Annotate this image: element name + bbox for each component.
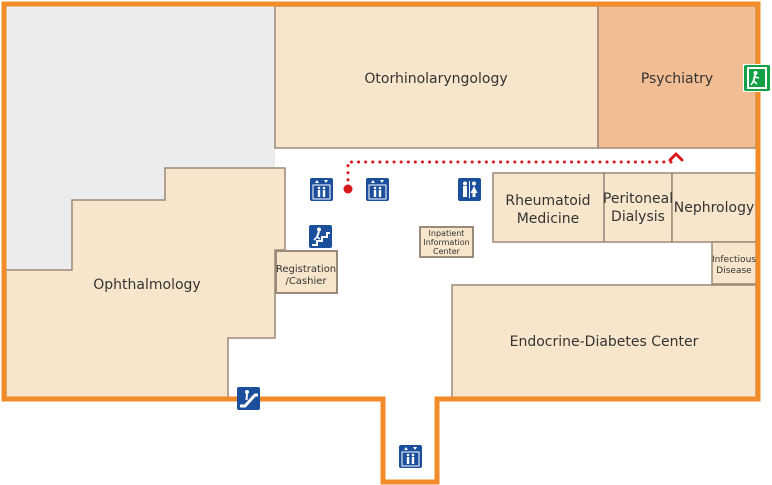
inpatient-label-line1: Inpatient xyxy=(429,229,465,238)
escalator-icon xyxy=(237,387,260,410)
ophthalmology-label: Ophthalmology xyxy=(93,277,200,293)
nephrology-label: Nephrology xyxy=(674,200,755,216)
room-inpatient-information-center[interactable] xyxy=(419,226,474,258)
infectious-label-line1: Infectious xyxy=(712,255,756,265)
room-otorhinolaryngology[interactable] xyxy=(274,5,599,149)
room-infectious-disease[interactable] xyxy=(711,241,757,285)
emergency-exit-icon xyxy=(743,64,771,92)
otorhinolaryngology-label: Otorhinolaryngology xyxy=(364,71,507,87)
psychiatry-label: Psychiatry xyxy=(641,71,713,87)
peritoneal-label-line2: Dialysis xyxy=(611,209,665,225)
registration-label-line1: Registration xyxy=(276,264,336,275)
elevator-icon xyxy=(399,445,422,468)
room-peritoneal-dialysis[interactable] xyxy=(603,172,673,243)
restroom-icon xyxy=(458,178,481,201)
rheumatoid-label-line2: Medicine xyxy=(517,211,580,227)
endocrine-label: Endocrine-Diabetes Center xyxy=(510,334,699,350)
room-psychiatry[interactable] xyxy=(597,5,757,149)
stairs-icon xyxy=(309,225,332,248)
elevator-icon xyxy=(366,178,389,201)
rheumatoid-label-line1: Rheumatoid xyxy=(505,193,590,209)
peritoneal-label-line1: Peritoneal xyxy=(603,191,673,207)
route-start-dot xyxy=(343,184,353,194)
elevator-icon xyxy=(310,178,333,201)
registration-label-line2: /Cashier xyxy=(285,276,327,287)
room-endocrine-diabetes-center[interactable] xyxy=(451,284,757,399)
route-path xyxy=(346,160,678,189)
unavailable-area xyxy=(6,6,275,270)
route-end-chevron xyxy=(668,152,684,162)
inpatient-label-line3: Center xyxy=(433,247,461,256)
room-registration-cashier[interactable] xyxy=(275,250,338,294)
infectious-label-line2: Disease xyxy=(716,266,752,276)
inpatient-label-line2: Information xyxy=(423,238,469,247)
